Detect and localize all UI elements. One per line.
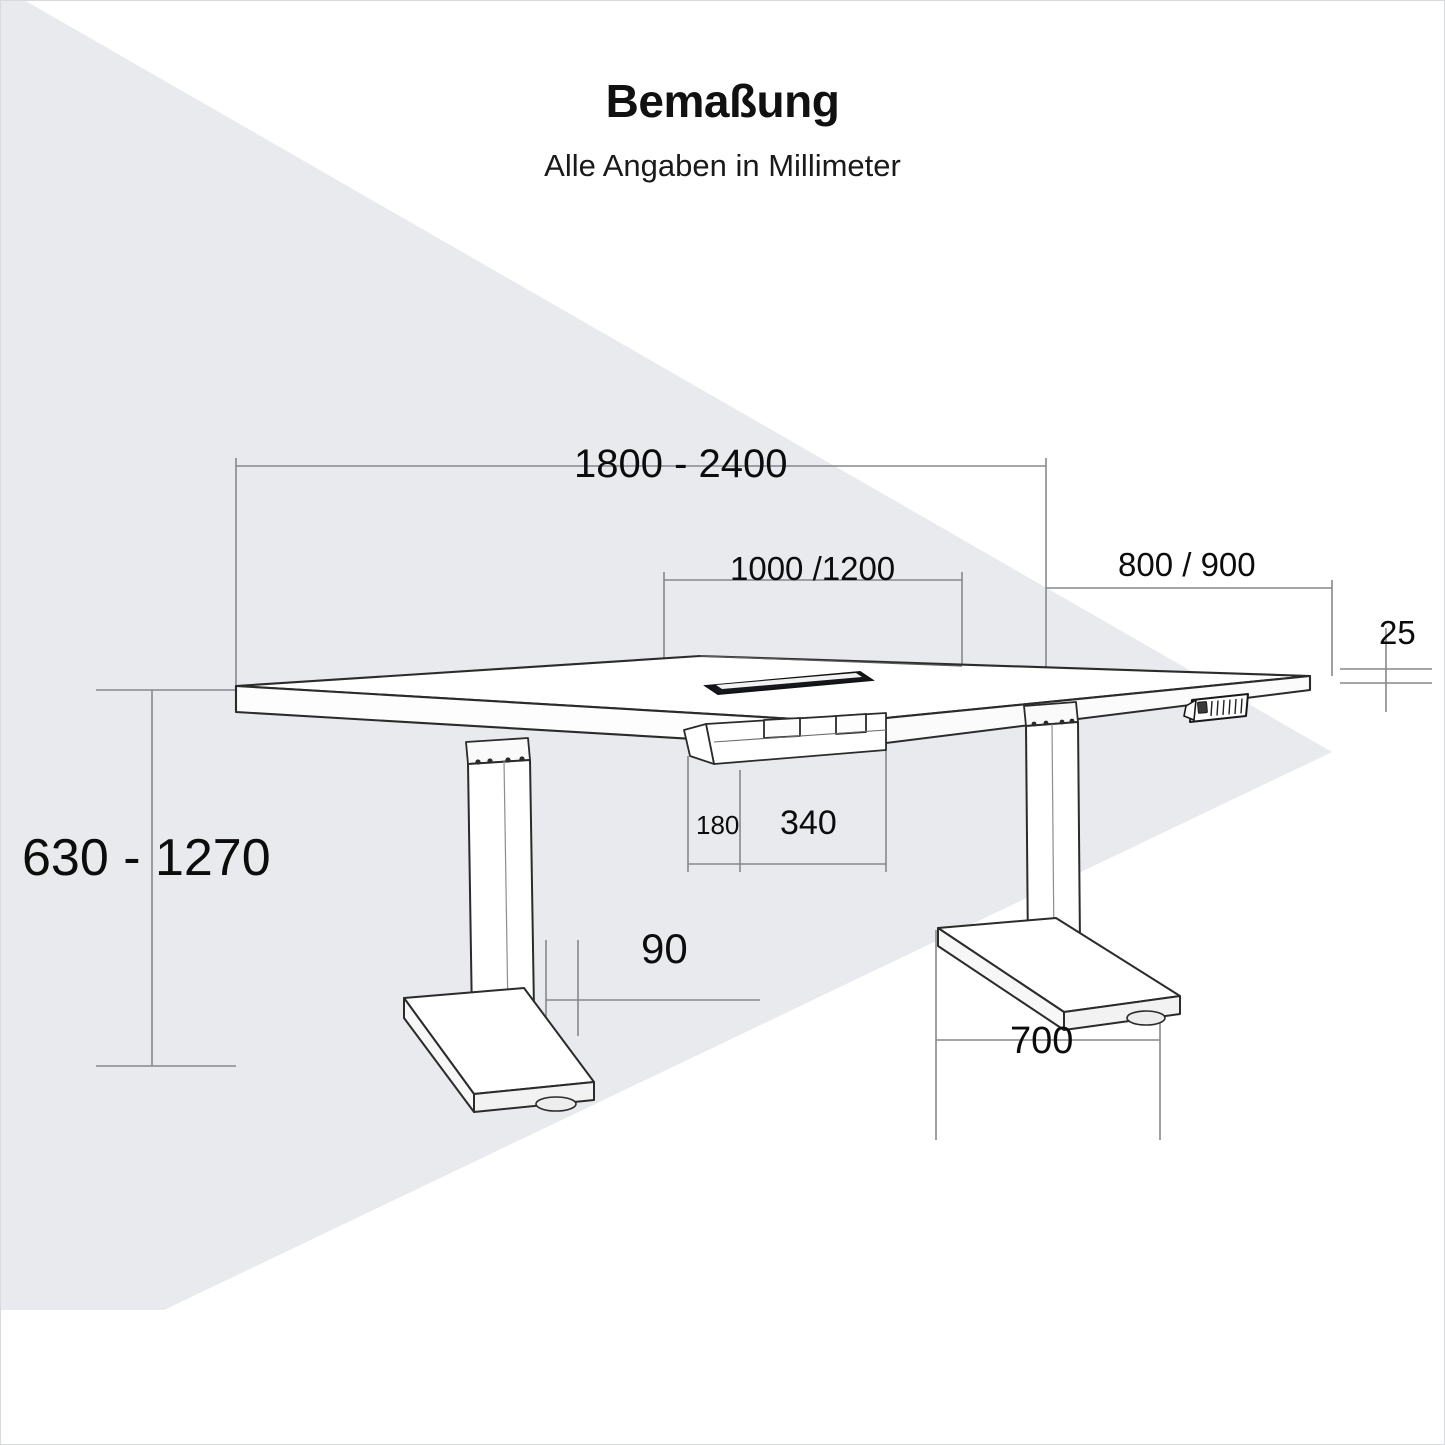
background-shade-triangle bbox=[0, 0, 1332, 1310]
page-subtitle: Alle Angaben in Millimeter bbox=[544, 148, 901, 183]
dimension-label-thickness: 25 bbox=[1379, 614, 1416, 651]
dimension-lines bbox=[96, 458, 1432, 1140]
cable-tray bbox=[683, 712, 887, 765]
page-title: Bemaßung bbox=[605, 75, 840, 127]
dimension-label-depth-alt: 800 / 900 bbox=[1118, 546, 1256, 583]
dimension-label-height-range: 630 - 1270 bbox=[22, 829, 271, 887]
left-foot bbox=[403, 987, 595, 1113]
left-column bbox=[465, 737, 535, 1019]
dimension-label-depth: 1000 /1200 bbox=[730, 550, 896, 587]
dimension-label-width: 1800 - 2400 bbox=[574, 442, 788, 486]
dimension-label-tray-small: 180 bbox=[696, 810, 740, 840]
dimension-label-foot-length: 700 bbox=[1010, 1020, 1074, 1062]
cable-grommet-icon bbox=[703, 670, 875, 696]
right-column bbox=[1023, 701, 1081, 953]
dimension-label-tray-large: 340 bbox=[780, 804, 837, 842]
control-panel[interactable] bbox=[1183, 693, 1249, 723]
right-foot bbox=[937, 917, 1181, 1031]
dimension-label-column-width: 90 bbox=[641, 925, 688, 972]
